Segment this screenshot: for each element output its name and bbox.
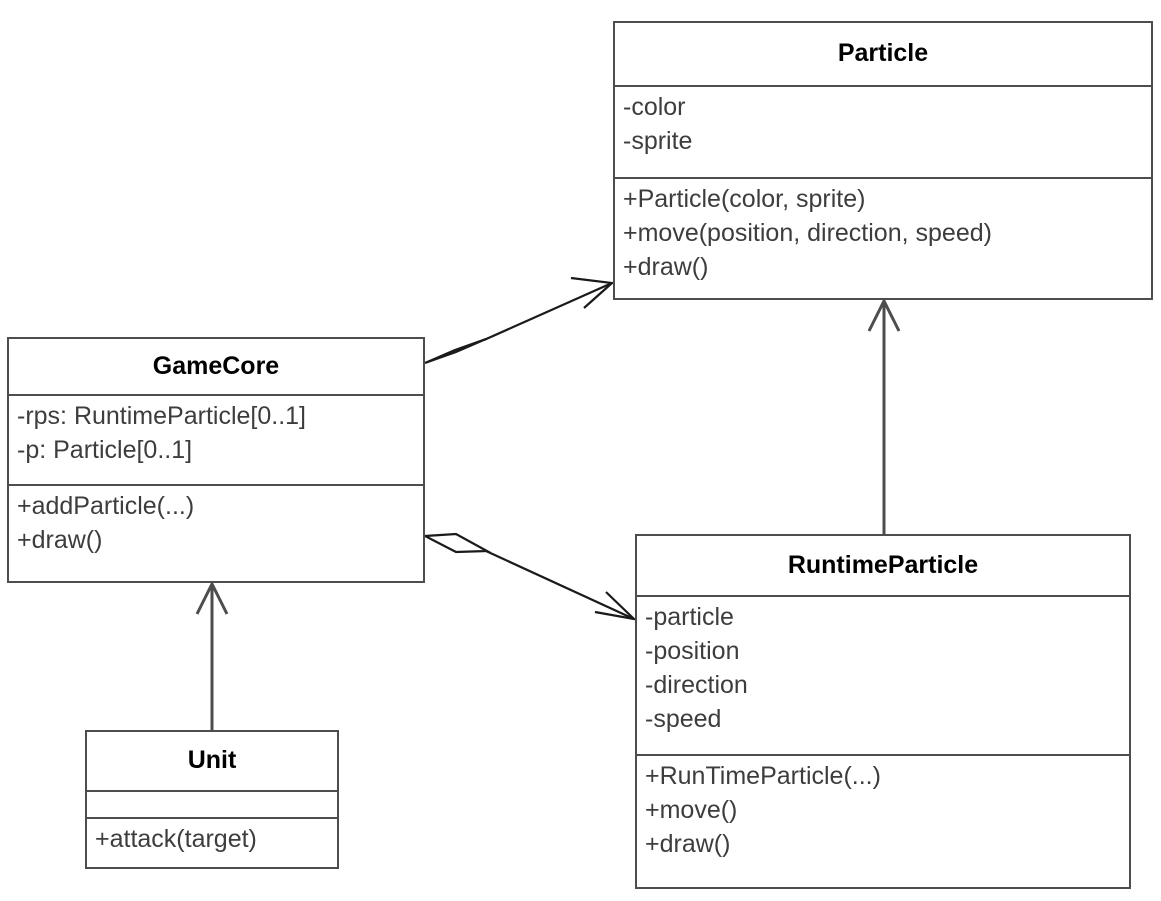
attribute-item: -p: Particle[0..1]	[17, 436, 193, 464]
attribute-item: -rps: RuntimeParticle[0..1]	[17, 402, 306, 430]
hollow-diamond-icon	[420, 532, 492, 554]
open-arrow-icon	[195, 580, 229, 615]
relationship-gamecore-runtimeparticle[interactable]	[420, 532, 638, 621]
class-name-particle: Particle	[837, 39, 929, 68]
class-attributes-compartment: -rps: RuntimeParticle[0..1] -p: Particle…	[9, 394, 423, 484]
class-title-compartment: RuntimeParticle	[637, 536, 1129, 595]
relationship-line	[483, 281, 613, 342]
attribute-item: -particle	[645, 603, 734, 631]
class-title-compartment: GameCore	[9, 339, 423, 394]
operation-item: +draw()	[623, 253, 709, 281]
class-box-particle[interactable]: Particle -color -sprite +Particle(color,…	[613, 21, 1153, 300]
hollow-diamond-icon	[424, 337, 487, 365]
operation-item: +addParticle(...)	[17, 492, 195, 520]
open-arrow-icon	[867, 297, 901, 332]
open-arrow-icon	[570, 276, 615, 309]
class-title-compartment: Unit	[87, 732, 337, 790]
attribute-item: -color	[623, 93, 686, 121]
class-name-runtimeparticle: RuntimeParticle	[787, 550, 979, 579]
operation-item: +move()	[645, 796, 738, 824]
attribute-item: -sprite	[623, 127, 693, 155]
operation-item: +Particle(color, sprite)	[623, 185, 866, 213]
relationship-unit-gamecore[interactable]	[195, 580, 229, 730]
class-operations-compartment: +Particle(color, sprite) +move(position,…	[615, 177, 1151, 288]
operation-item: +move(position, direction, speed)	[623, 219, 992, 247]
operation-item: +RunTimeParticle(...)	[645, 762, 881, 790]
operation-item: +draw()	[645, 830, 731, 858]
class-operations-compartment: +attack(target)	[87, 817, 337, 860]
class-box-gamecore[interactable]: GameCore -rps: RuntimeParticle[0..1] -p:…	[7, 337, 425, 583]
class-box-unit[interactable]: Unit +attack(target)	[85, 730, 339, 869]
class-operations-compartment: +RunTimeParticle(...) +move() +draw()	[637, 754, 1129, 865]
class-title-compartment: Particle	[615, 23, 1151, 85]
class-box-runtimeparticle[interactable]: RuntimeParticle -particle -position -dir…	[635, 534, 1131, 889]
class-attributes-compartment	[87, 790, 337, 817]
class-attributes-compartment: -particle -position -direction -speed	[637, 595, 1129, 754]
operation-item: +draw()	[17, 526, 103, 554]
open-arrow-icon	[594, 591, 638, 621]
operation-item: +attack(target)	[95, 825, 257, 853]
class-name-unit: Unit	[187, 746, 237, 775]
attribute-item: -position	[645, 637, 740, 665]
class-attributes-compartment: -color -sprite	[615, 85, 1151, 177]
relationship-runtimeparticle-particle[interactable]	[867, 297, 901, 534]
relationship-line	[485, 550, 635, 620]
class-operations-compartment: +addParticle(...) +draw()	[9, 484, 423, 561]
class-name-gamecore: GameCore	[152, 351, 280, 380]
attribute-item: -direction	[645, 671, 748, 699]
attribute-item: -speed	[645, 705, 722, 733]
relationship-gamecore-particle[interactable]	[424, 276, 615, 365]
